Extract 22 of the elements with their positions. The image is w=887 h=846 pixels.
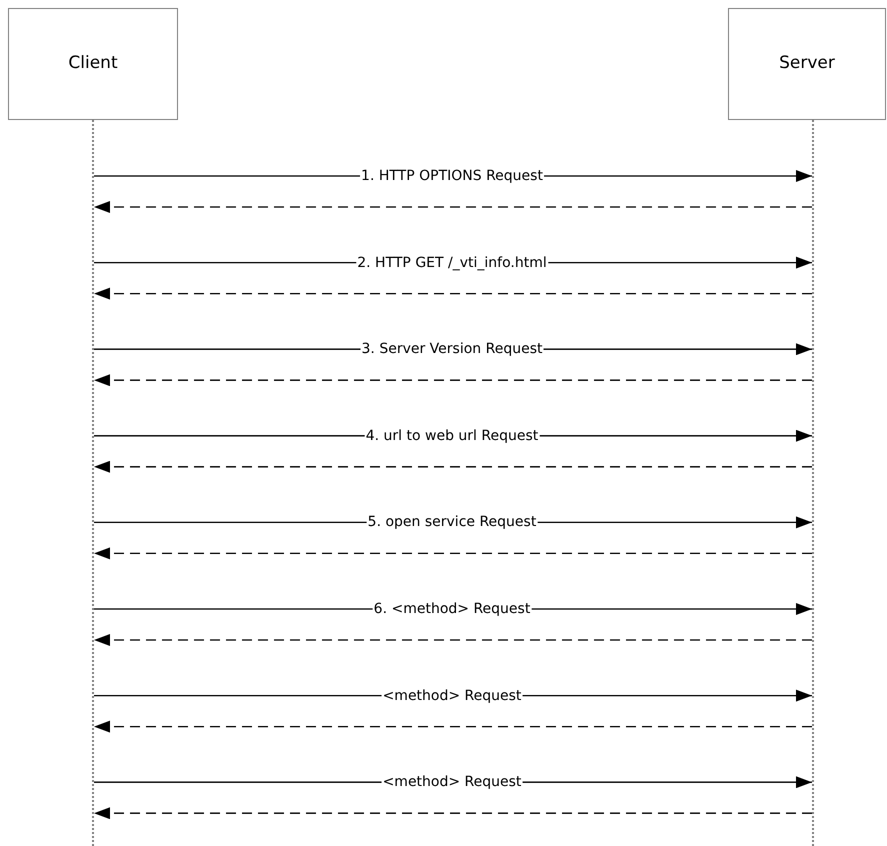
return-arrow [94, 547, 812, 560]
lifeline [812, 120, 814, 846]
return-arrow [94, 374, 812, 386]
participant-box [8, 8, 178, 120]
edge-label: <method> Request [382, 775, 522, 790]
edge-label: 1. HTTP OPTIONS Request [360, 169, 544, 183]
edge-label: 3. Server Version Request [360, 342, 544, 356]
participant-name: Client [68, 52, 118, 76]
participant-box [728, 8, 886, 120]
edge-label: <method> Request [382, 688, 522, 703]
return-arrow [94, 807, 812, 820]
edge-label: 5. open service Request [366, 515, 538, 530]
edge-label: 2. HTTP GET /_vti_info.html [356, 256, 548, 270]
participant-name: Server [779, 52, 835, 76]
lifeline [92, 120, 94, 846]
return-arrow [94, 634, 812, 646]
return-arrow [94, 460, 812, 473]
edge-label: 6. <method> Request [372, 602, 532, 616]
return-arrow [94, 201, 812, 213]
return-arrow [94, 288, 812, 300]
return-arrow [94, 720, 812, 733]
edge-label: 4. url to web url Request [364, 428, 540, 443]
